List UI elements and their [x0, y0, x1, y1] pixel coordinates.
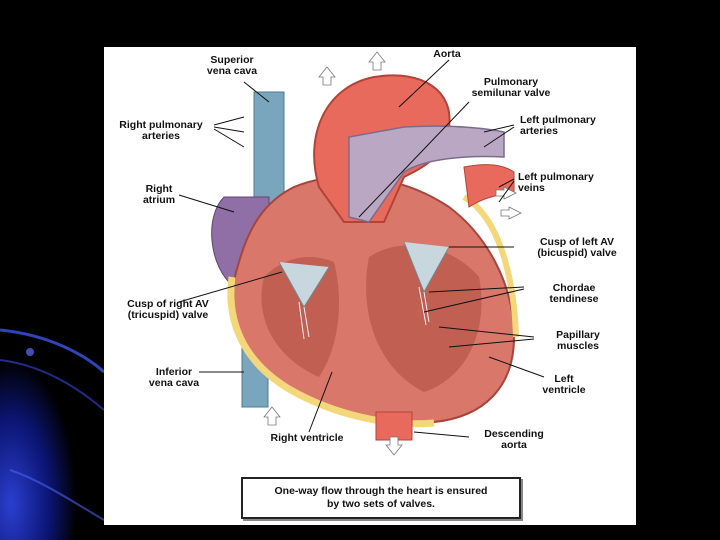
caption-box: One-way flow through the heart is ensure…	[241, 477, 521, 519]
label-cusp-left-av: Cusp of left AV (bicuspid) valve	[537, 236, 617, 259]
label-papillary-muscles: Papillary muscles	[556, 329, 600, 352]
label-cusp-right-av: Cusp of right AV (tricuspid) valve	[127, 298, 209, 321]
label-chordae-tendineae: Chordae tendinese	[549, 282, 599, 305]
label-right-atrium: Right atrium	[142, 183, 176, 206]
label-left-pulmonary-veins: Left pulmonary veins	[518, 171, 594, 194]
label-inferior-vena-cava: Inferior vena cava	[148, 366, 200, 389]
left-pulmonary-veins-shape	[463, 164, 515, 208]
label-right-pulmonary-arteries: Right pulmonary arteries	[119, 119, 203, 142]
left-ventricle-cavity	[366, 245, 482, 392]
descending-aorta-shape	[375, 411, 413, 441]
leader-lines	[178, 59, 545, 438]
label-right-ventricle: Right ventricle	[270, 432, 344, 444]
pulmonary-trunk-shape	[348, 125, 505, 223]
label-aorta: Aorta	[433, 48, 461, 60]
label-superior-vena-cava: Superior vena cava	[206, 54, 258, 77]
diagram-panel: Superior vena cava Aorta Pulmonary semil…	[104, 47, 636, 525]
label-pulmonary-semilunar-valve: Pulmonary semilunar valve	[471, 76, 551, 99]
chordae-lines	[298, 286, 430, 340]
flow-arrows	[263, 51, 522, 456]
label-descending-aorta: Descending aorta	[484, 428, 544, 451]
label-left-ventricle: Left ventricle	[542, 373, 586, 396]
label-left-pulmonary-arteries: Left pulmonary arteries	[520, 114, 596, 137]
heart-diagram	[178, 51, 545, 456]
right-ventricle-cavity	[261, 257, 339, 377]
